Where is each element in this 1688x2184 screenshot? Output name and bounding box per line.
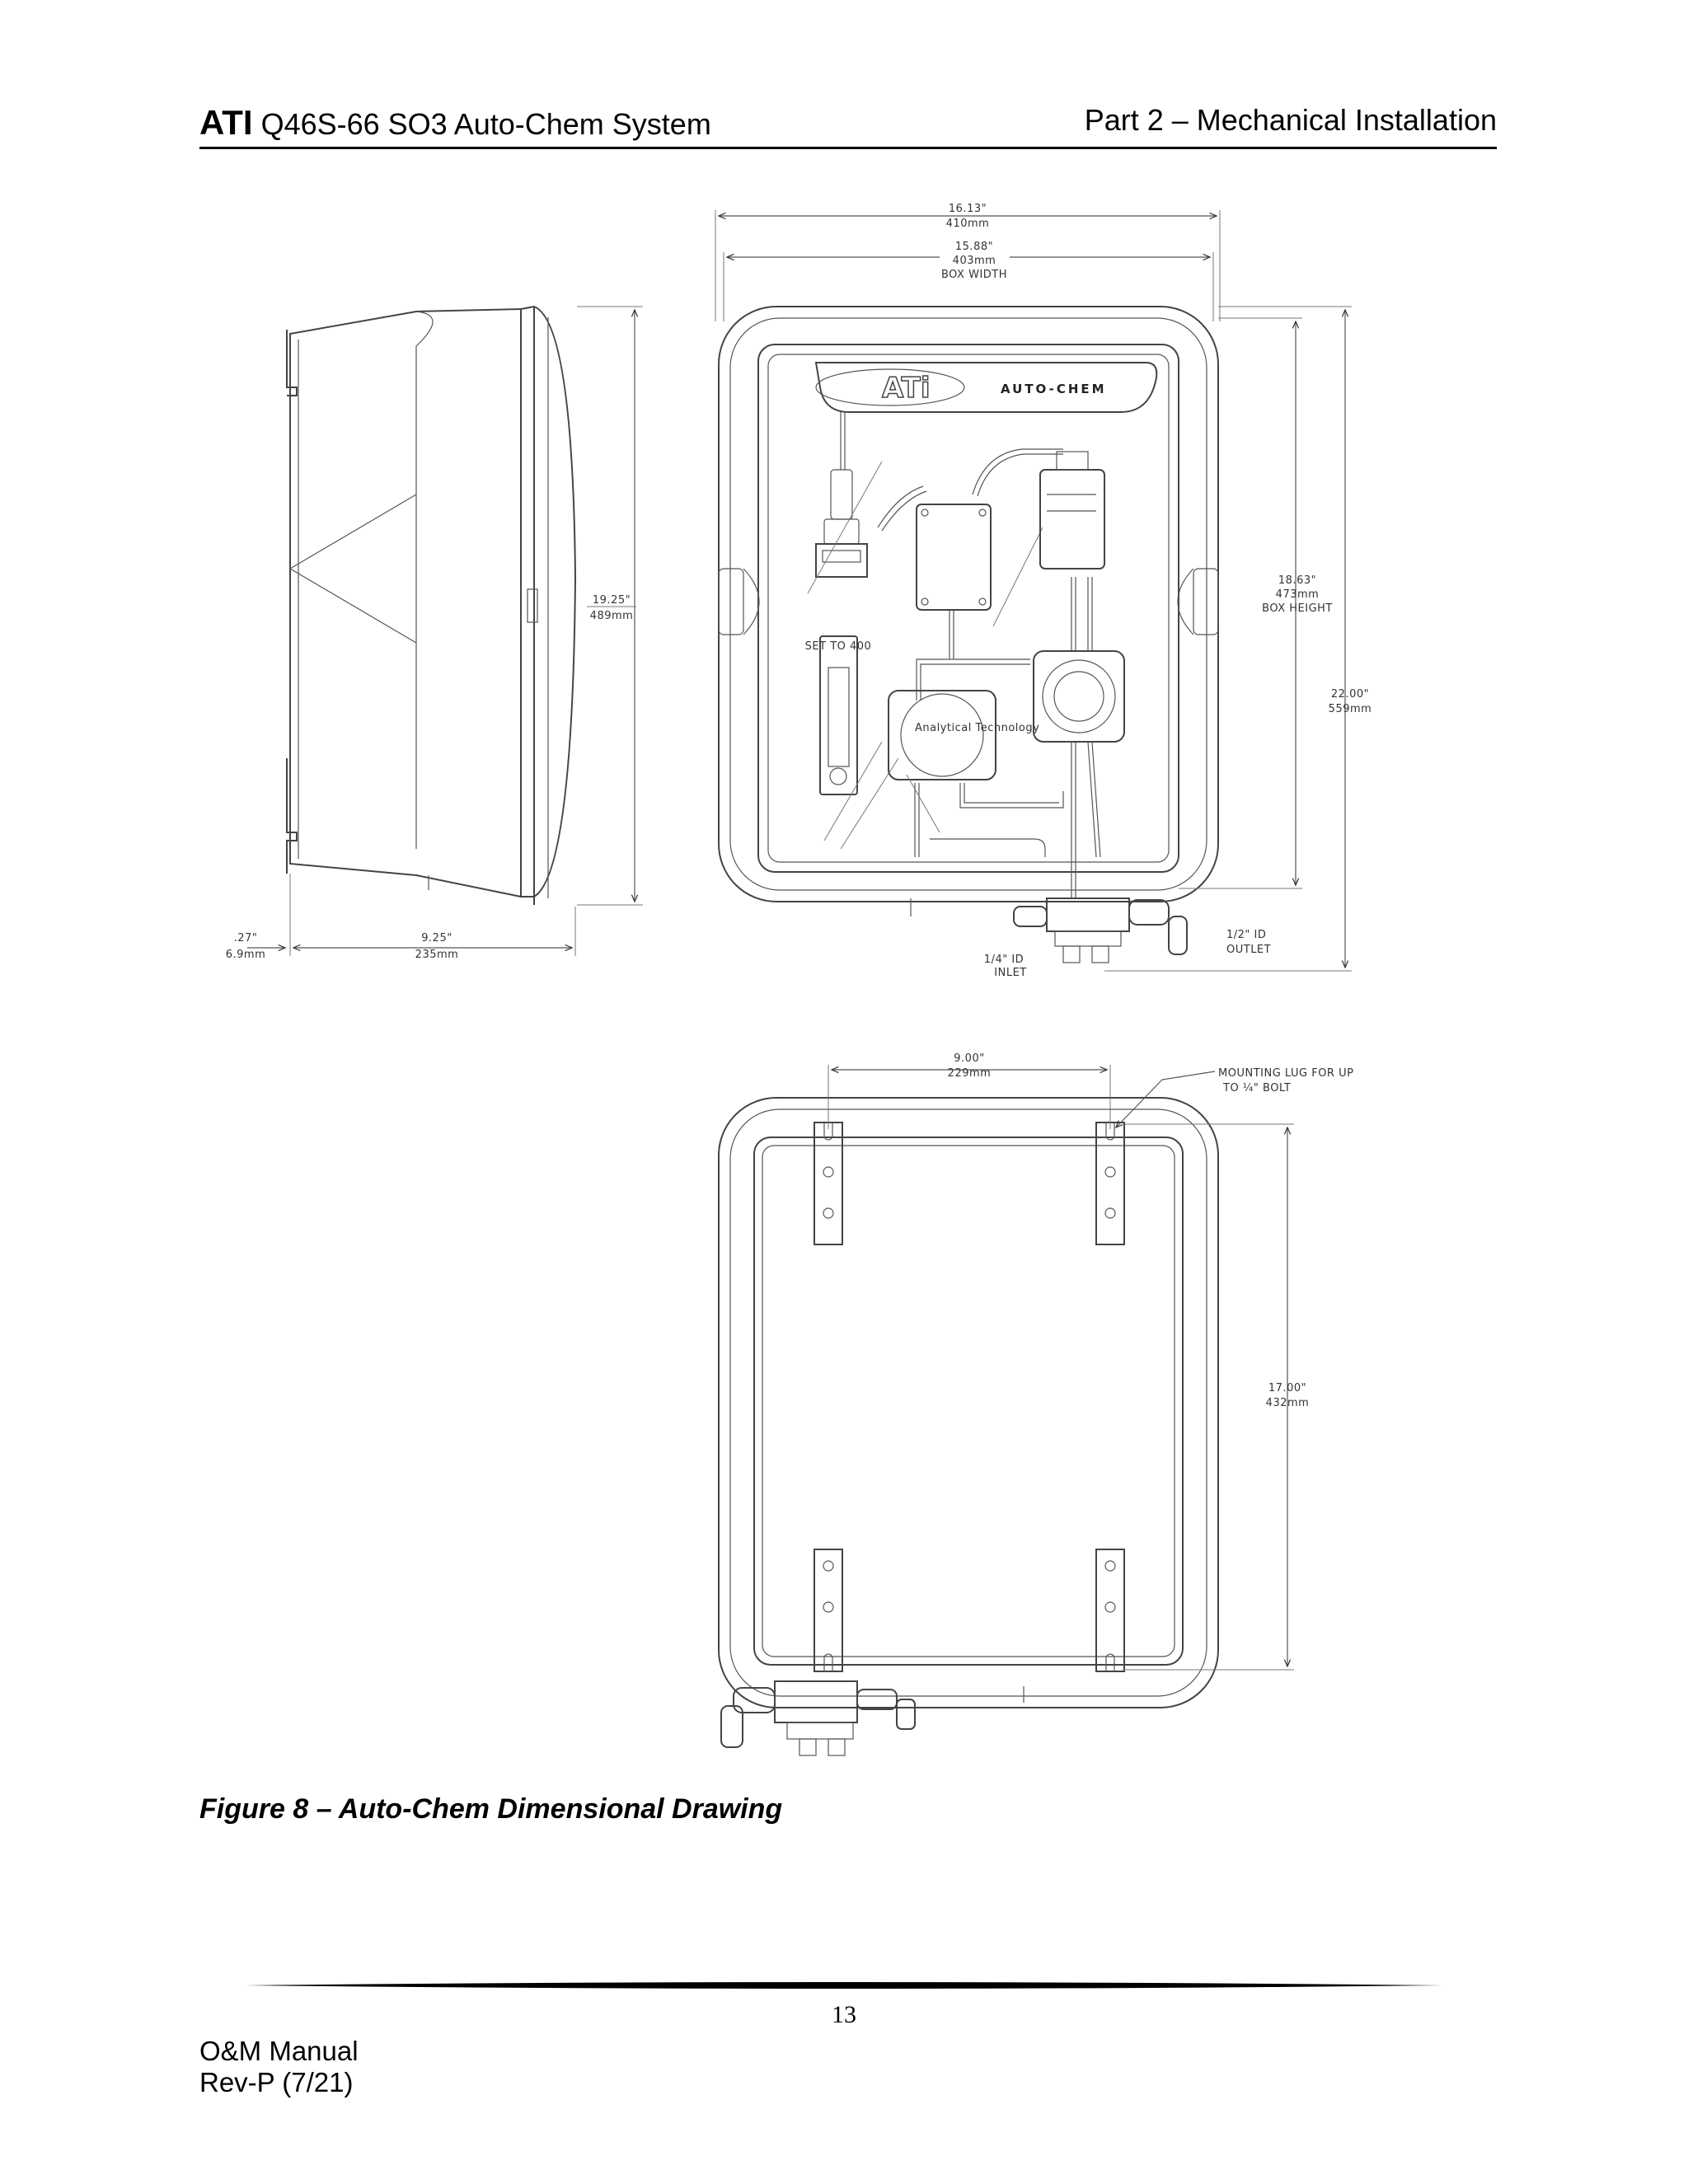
- box-height-mm-label: 473mm: [1276, 588, 1320, 601]
- footer-manual: O&M Manual: [199, 2036, 359, 2066]
- front-view: ATi: [715, 210, 1352, 972]
- lug-spacing-mm-label: 229mm: [948, 1067, 992, 1080]
- lug-note-line2: TO ¼" BOLT: [1222, 1082, 1291, 1094]
- header-brand: ATI: [199, 103, 253, 142]
- figure-caption: Figure 8 – Auto-Chem Dimensional Drawing: [199, 1793, 783, 1825]
- side-height-label: 19.25": [593, 594, 631, 607]
- front-logo-text: AUTO-CHEM: [1001, 382, 1107, 396]
- page-number: 13: [832, 2001, 856, 2028]
- sensor-label: Analytical Technology: [915, 722, 1039, 734]
- box-width-caption: BOX WIDTH: [941, 269, 1007, 281]
- inlet-label: INLET: [994, 967, 1026, 979]
- header-product: Q46S-66 SO3 Auto-Chem System: [260, 107, 711, 141]
- depth-mm-label: 235mm: [415, 949, 459, 961]
- footer-revision: Rev-P (7/21): [199, 2067, 354, 2097]
- rear-view: [718, 1065, 1294, 1756]
- svg-text:ATi: ATi: [882, 372, 931, 405]
- box-width-label: 15.88": [955, 241, 993, 253]
- side-view: [247, 305, 643, 956]
- header-rule: [199, 147, 1497, 149]
- flange-mm-label: 6.9mm: [226, 949, 266, 961]
- outlet-size-label: 1/2" ID: [1226, 929, 1266, 941]
- header-section: Part 2 – Mechanical Installation: [1084, 103, 1497, 137]
- depth-label: 9.25": [421, 932, 452, 944]
- overall-width-mm-label: 410mm: [946, 218, 990, 230]
- lug-note-line1: MOUNTING LUG FOR UP: [1218, 1067, 1353, 1080]
- outlet-label: OUTLET: [1226, 944, 1271, 956]
- inlet-size-label: 1/4" ID: [984, 954, 1024, 966]
- lug-height-label: 17.00": [1268, 1382, 1306, 1394]
- lug-spacing-label: 9.00": [954, 1052, 984, 1065]
- overall-height-mm-label: 559mm: [1329, 703, 1372, 715]
- header-title: ATI Q46S-66 SO3 Auto-Chem System: [199, 105, 711, 140]
- dimensional-drawing: 19.25" 489mm .27" 6.9mm 9.25" 235mm ATi: [226, 203, 1372, 1756]
- side-height-mm-label: 489mm: [590, 610, 634, 622]
- flowmeter-label: SET TO 400: [805, 640, 872, 653]
- lug-height-mm-label: 432mm: [1266, 1397, 1310, 1409]
- box-height-label: 18.63": [1278, 574, 1316, 587]
- overall-width-label: 16.13": [949, 203, 987, 215]
- overall-height-label: 22.00": [1331, 688, 1369, 701]
- footer-rule: [246, 1982, 1442, 1989]
- flange-label: .27": [234, 932, 258, 944]
- box-height-caption: BOX HEIGHT: [1262, 602, 1333, 615]
- box-width-mm-label: 403mm: [953, 255, 996, 267]
